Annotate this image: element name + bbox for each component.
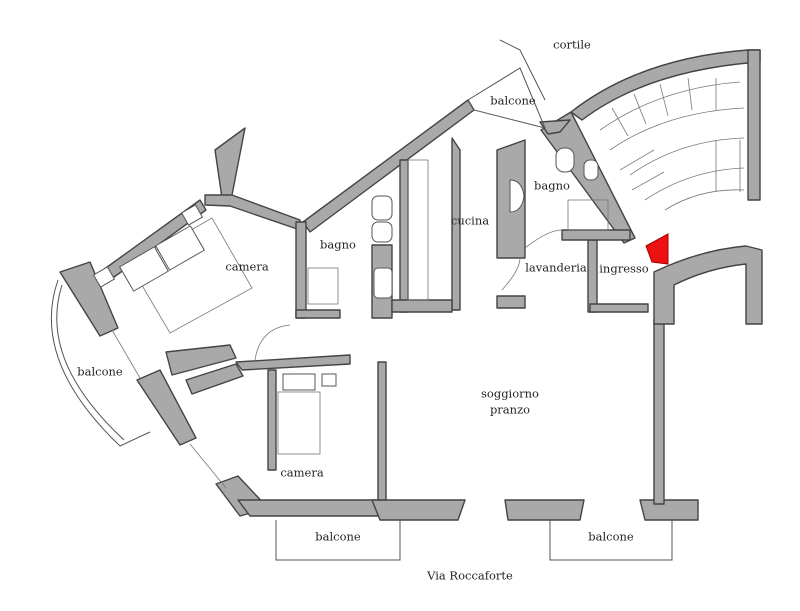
label-balcone-top: balcone bbox=[490, 93, 536, 108]
balconies bbox=[50, 39, 673, 561]
label-camera-lower: camera bbox=[280, 465, 324, 480]
label-bagno-upper: bagno bbox=[534, 178, 570, 193]
label-balcone-left: balcone bbox=[77, 364, 123, 379]
label-lavanderia: lavanderia bbox=[525, 260, 587, 275]
label-street: Via Roccaforte bbox=[427, 568, 513, 583]
label-balcone-bottom-left: balcone bbox=[315, 529, 361, 544]
label-pranzo: pranzo bbox=[489, 402, 531, 417]
label-cucina: cucina bbox=[450, 213, 490, 228]
entrance-arrow-icon bbox=[645, 233, 669, 265]
label-ingresso: ingresso bbox=[599, 261, 649, 276]
label-bagno-middle: bagno bbox=[320, 237, 356, 252]
fixtures bbox=[92, 147, 609, 455]
label-balcone-bottom-right: balcone bbox=[588, 529, 634, 544]
staircase bbox=[599, 77, 745, 211]
label-camera-upper: camera bbox=[225, 259, 269, 274]
label-cortile: cortile bbox=[553, 37, 591, 52]
outer-walls bbox=[59, 49, 763, 521]
label-soggiorno: soggiorno bbox=[481, 386, 539, 401]
